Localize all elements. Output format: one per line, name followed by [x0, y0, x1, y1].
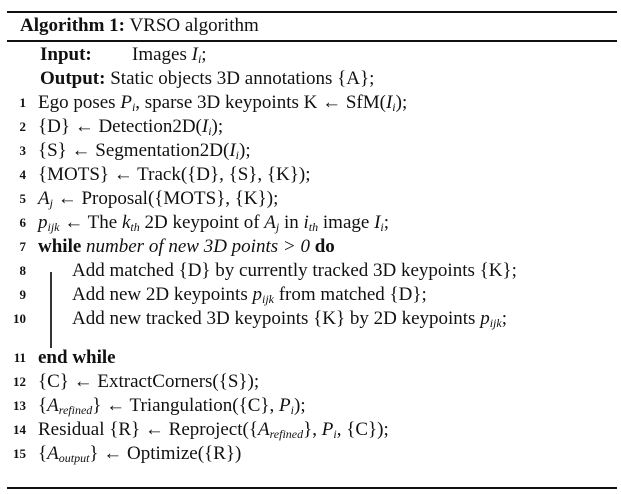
line-number: 9: [19, 287, 27, 302]
text: {: [38, 443, 48, 464]
var: A: [264, 212, 276, 233]
text: in: [279, 212, 304, 233]
var: A: [38, 188, 50, 209]
text: ;: [383, 212, 390, 233]
sub: i: [235, 148, 240, 162]
sub: ijk: [47, 220, 60, 234]
var: i: [303, 212, 309, 233]
var: P: [120, 92, 132, 113]
sub: j: [275, 220, 280, 234]
text: Residual {R} ← Reproject({: [38, 419, 258, 440]
sub: i: [208, 124, 212, 138]
sub: refined: [58, 403, 93, 417]
caption-rule: [7, 40, 617, 42]
sub: i: [392, 100, 396, 114]
var: P: [279, 395, 291, 416]
keyword-do: do: [314, 236, 335, 257]
sub: th: [130, 220, 140, 234]
var: p: [38, 212, 48, 233]
bottom-rule: [7, 487, 617, 489]
sub: th: [308, 220, 319, 234]
text: Add new 2D keypoints: [72, 284, 253, 305]
text: {D} ← Detection2D(: [38, 116, 202, 137]
text: {C} ← ExtractCorners({S});: [38, 371, 260, 392]
text: {MOTS} ← Track({D}, {S}, {K});: [38, 164, 311, 185]
text: );: [211, 116, 224, 137]
var: I: [191, 44, 198, 65]
text: 2D keypoint of: [139, 212, 265, 233]
text: , sparse 3D keypoints K ← SfM(: [135, 92, 386, 113]
line-number: 15: [13, 446, 26, 461]
var: p: [480, 308, 490, 329]
loop-body-bar: [50, 272, 52, 348]
keyword-while: while: [38, 236, 82, 257]
var: A: [47, 443, 59, 464]
algorithm-caption: Algorithm 1: VRSO algorithm: [20, 14, 259, 38]
line-number: 14: [13, 422, 26, 437]
sub: ijk: [261, 292, 274, 306]
output-label: Output:: [40, 68, 106, 89]
var: P: [321, 419, 334, 440]
text: },: [303, 419, 322, 440]
text: Add matched {D} by currently tracked 3D …: [72, 260, 517, 281]
line-number: 4: [19, 167, 27, 182]
text: {: [38, 395, 48, 416]
line-number: 3: [19, 143, 27, 158]
top-rule: [7, 11, 617, 13]
text: image: [318, 212, 375, 233]
output-value: Static objects 3D annotations {A};: [110, 68, 375, 89]
input-label: Input:: [40, 44, 92, 65]
var: I: [385, 92, 393, 113]
sub: i: [380, 220, 384, 234]
sub: i: [290, 403, 294, 417]
text: } ← Triangulation({C},: [92, 395, 280, 416]
text: } ← Optimize({R}): [89, 443, 242, 464]
var: I: [229, 140, 236, 161]
line-number: 6: [19, 215, 27, 230]
line-number: 10: [13, 311, 26, 326]
text: , {C});: [336, 419, 389, 440]
text: );: [239, 140, 251, 161]
text: {S} ← Segmentation2D(: [38, 140, 230, 161]
text: ← The: [59, 212, 122, 233]
line-number: 8: [19, 263, 27, 278]
sub: i: [131, 100, 136, 114]
line-number: 2: [19, 119, 27, 134]
var: p: [252, 284, 262, 305]
text: ;: [501, 308, 507, 329]
sub: output: [58, 451, 90, 465]
var: I: [201, 116, 209, 137]
loop-condition: number of new 3D points > 0: [81, 236, 315, 257]
text: Add new tracked 3D keypoints {K} by 2D k…: [72, 308, 481, 329]
text: );: [294, 395, 306, 416]
var: A: [257, 419, 270, 440]
text: from matched {D};: [273, 284, 427, 305]
sub: j: [49, 196, 53, 210]
sub: refined: [269, 427, 304, 441]
line-number: 11: [13, 350, 26, 365]
var: I: [374, 212, 381, 233]
line-number: 13: [13, 398, 26, 413]
var: A: [47, 395, 59, 416]
algorithm-label: Algorithm 1:: [20, 15, 126, 36]
line-number: 7: [19, 239, 27, 254]
text: Ego poses: [38, 92, 121, 113]
algorithm-title: VRSO algorithm: [129, 15, 259, 36]
line-number: 1: [19, 95, 27, 110]
var: k: [121, 212, 131, 233]
line-number: 5: [19, 191, 27, 206]
keyword-end-while: end while: [38, 347, 116, 368]
sub: i: [333, 427, 337, 441]
input-text: Images: [132, 44, 192, 65]
sub: ijk: [489, 316, 502, 330]
sub: i: [197, 52, 202, 66]
text: );: [395, 92, 408, 113]
text: ← Proposal({MOTS}, {K});: [52, 188, 279, 209]
line-number: 12: [13, 374, 26, 389]
